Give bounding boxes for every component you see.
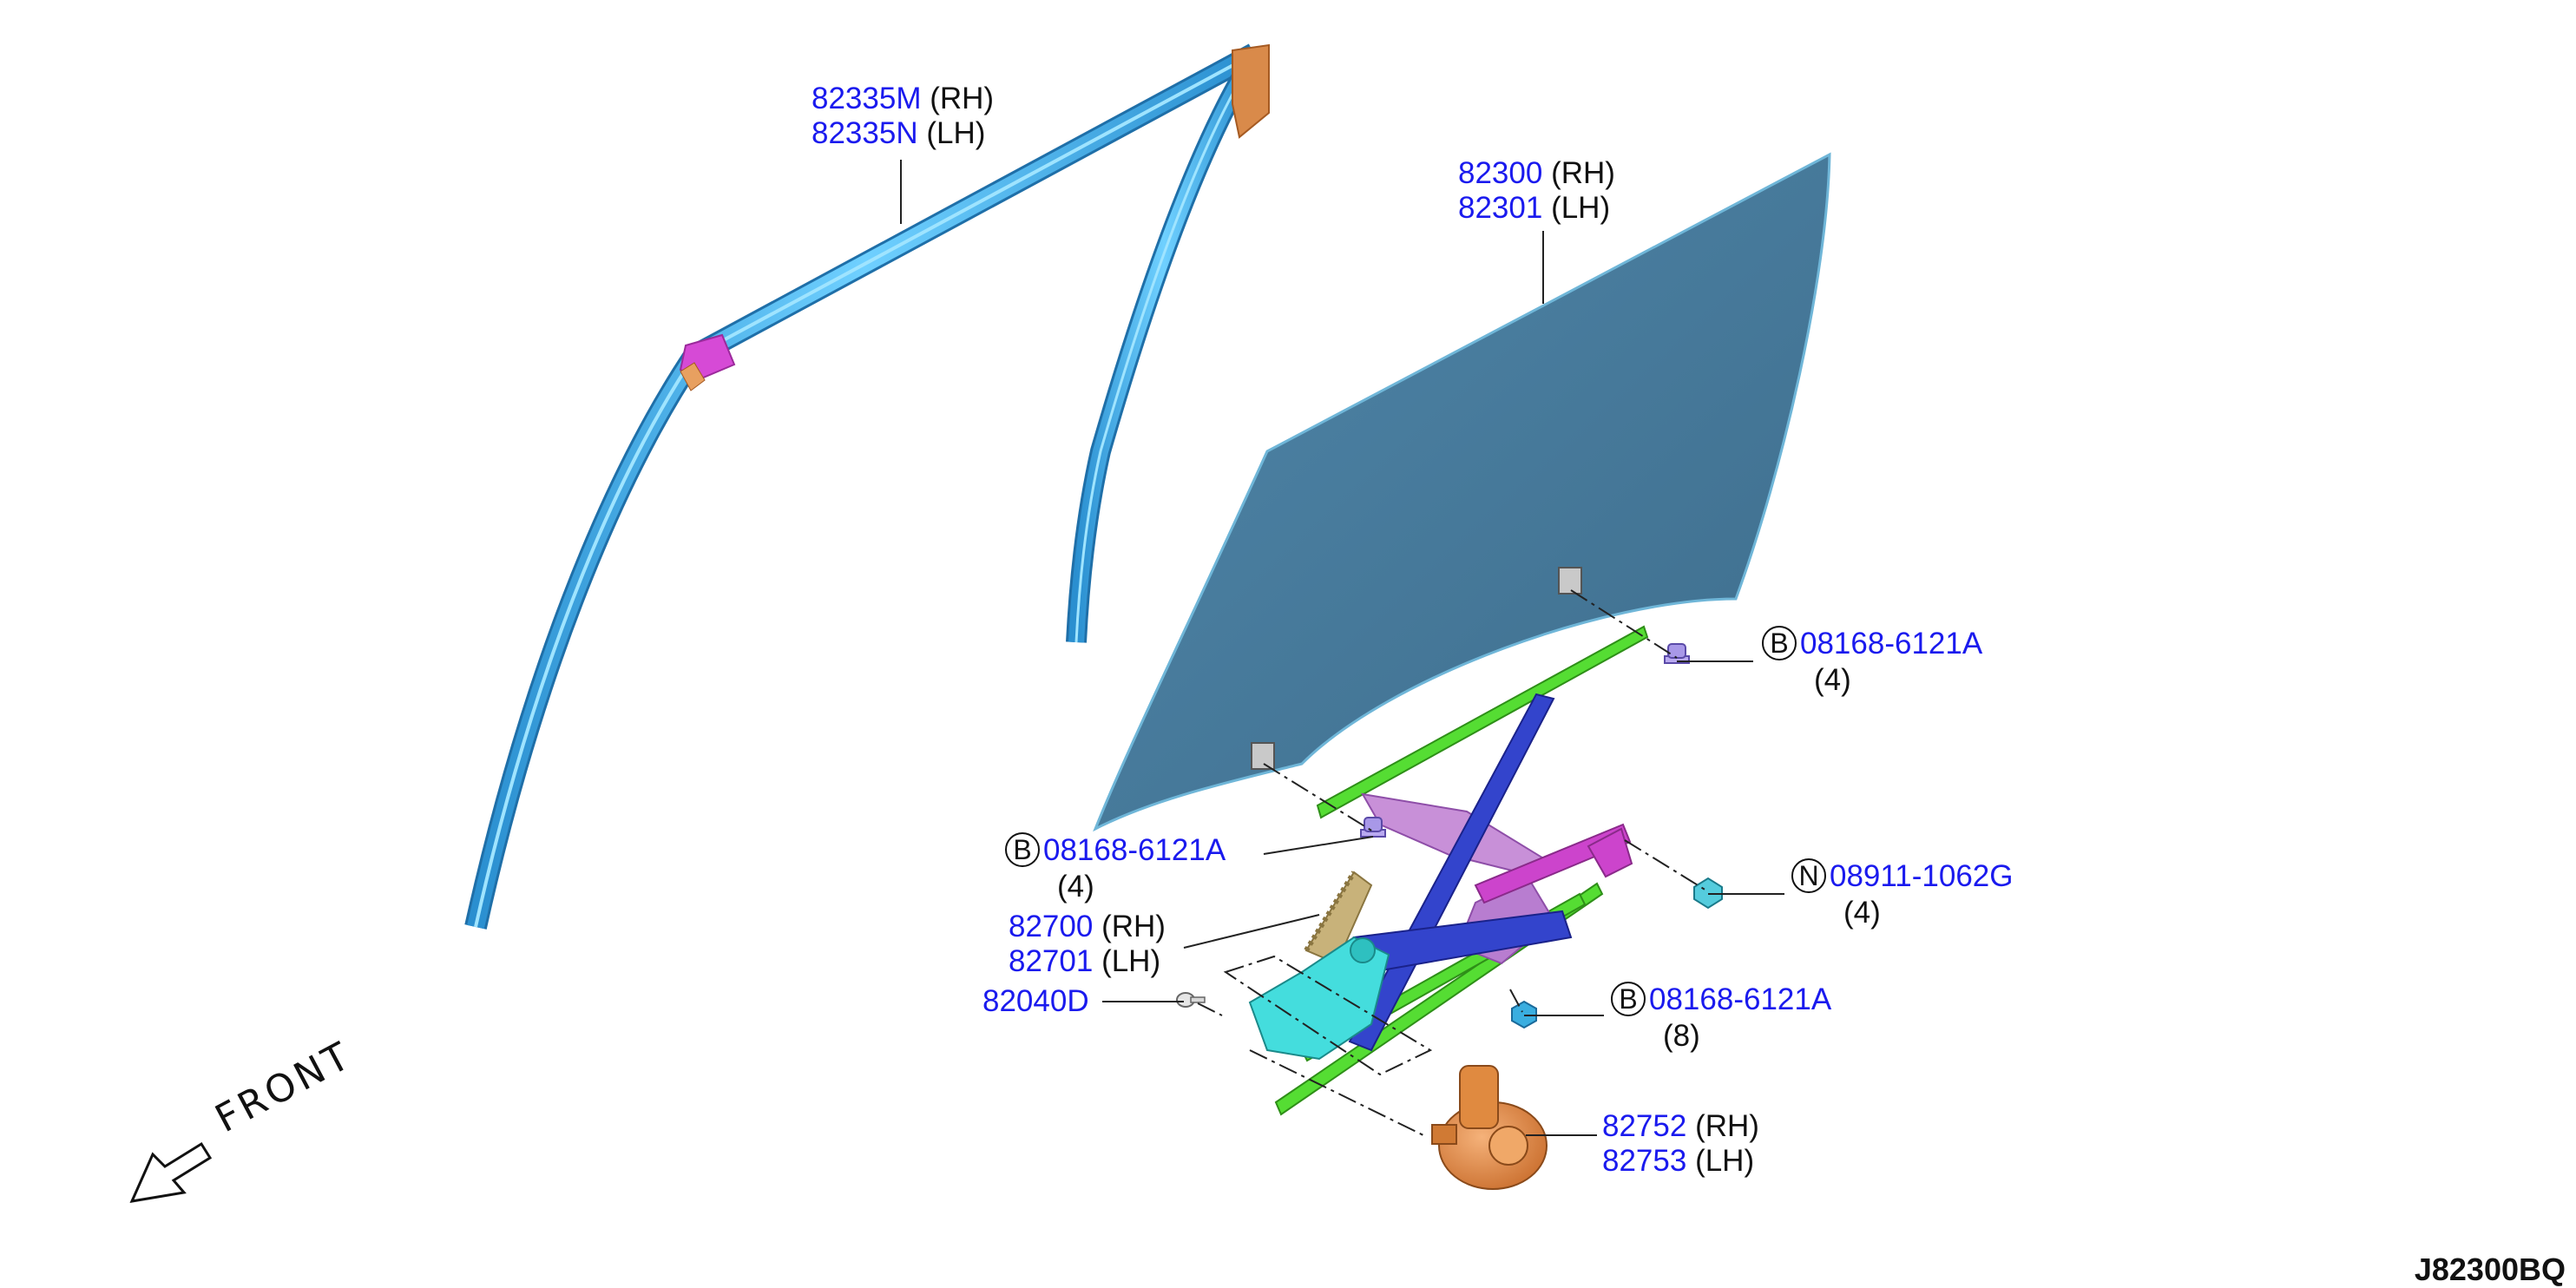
- quantity-label: (4): [1057, 869, 1094, 904]
- callout-sash: 82335M (RH) 82335N (LH): [812, 82, 994, 151]
- assembly-lines: [1197, 589, 1707, 1136]
- part-number-link[interactable]: 08911-1062G: [1830, 859, 2014, 893]
- quantity-label: (4): [1814, 662, 1851, 697]
- door-sash: [464, 43, 1270, 930]
- part-number-link[interactable]: 82753: [1602, 1144, 1687, 1178]
- part-number-link[interactable]: 82301: [1458, 191, 1543, 225]
- side-label: (LH): [1101, 944, 1161, 978]
- symbol-b-icon: B: [1005, 831, 1040, 867]
- symbol-b-icon: B: [1611, 981, 1646, 1016]
- part-number-link[interactable]: 82700: [1009, 910, 1094, 943]
- front-arrow-icon: [129, 1141, 213, 1203]
- side-label: (RH): [1695, 1109, 1759, 1143]
- part-number-link[interactable]: 82701: [1009, 944, 1094, 978]
- part-number-link[interactable]: 82300: [1458, 156, 1543, 190]
- side-label: (LH): [926, 116, 986, 150]
- fasteners: [1176, 643, 1723, 1029]
- side-label: (RH): [930, 82, 995, 115]
- quantity-label: (8): [1663, 1018, 1700, 1053]
- side-label: (RH): [1551, 156, 1615, 190]
- part-number-link[interactable]: 82752: [1602, 1109, 1687, 1143]
- part-number-link[interactable]: 08168-6121A: [1649, 982, 1832, 1016]
- window-regulator: [1248, 625, 1649, 1116]
- symbol-n-icon: N: [1791, 858, 1826, 893]
- part-number-link[interactable]: 08168-6121A: [1043, 833, 1226, 867]
- callout-motor: 82752 (RH) 82753 (LH): [1602, 1109, 1759, 1179]
- part-number-link[interactable]: 08168-6121A: [1800, 627, 1983, 660]
- bolt-upper: [1664, 643, 1690, 664]
- callout-regulator: 82700 (RH) 82701 (LH): [1009, 910, 1166, 979]
- part-number-link[interactable]: 82040D: [982, 984, 1089, 1018]
- door-glass: [1093, 152, 1831, 832]
- bolt-left: [1360, 817, 1386, 838]
- side-label: (RH): [1101, 910, 1166, 943]
- regulator-motor: [1431, 1065, 1548, 1190]
- callout-glass: 82300 (RH) 82301 (LH): [1458, 156, 1615, 226]
- part-number-link[interactable]: 82335N: [812, 116, 918, 150]
- diagram-id: J82300BQ: [2414, 1252, 2566, 1287]
- symbol-b-icon: B: [1762, 625, 1797, 660]
- part-number-link[interactable]: 82335M: [812, 82, 922, 115]
- quantity-label: (4): [1843, 895, 1881, 930]
- screw: [1176, 992, 1206, 1008]
- leader-lines: [900, 160, 1784, 1136]
- side-label: (LH): [1695, 1144, 1755, 1178]
- side-label: (LH): [1551, 191, 1611, 225]
- callout-screw: 82040D: [982, 984, 1089, 1019]
